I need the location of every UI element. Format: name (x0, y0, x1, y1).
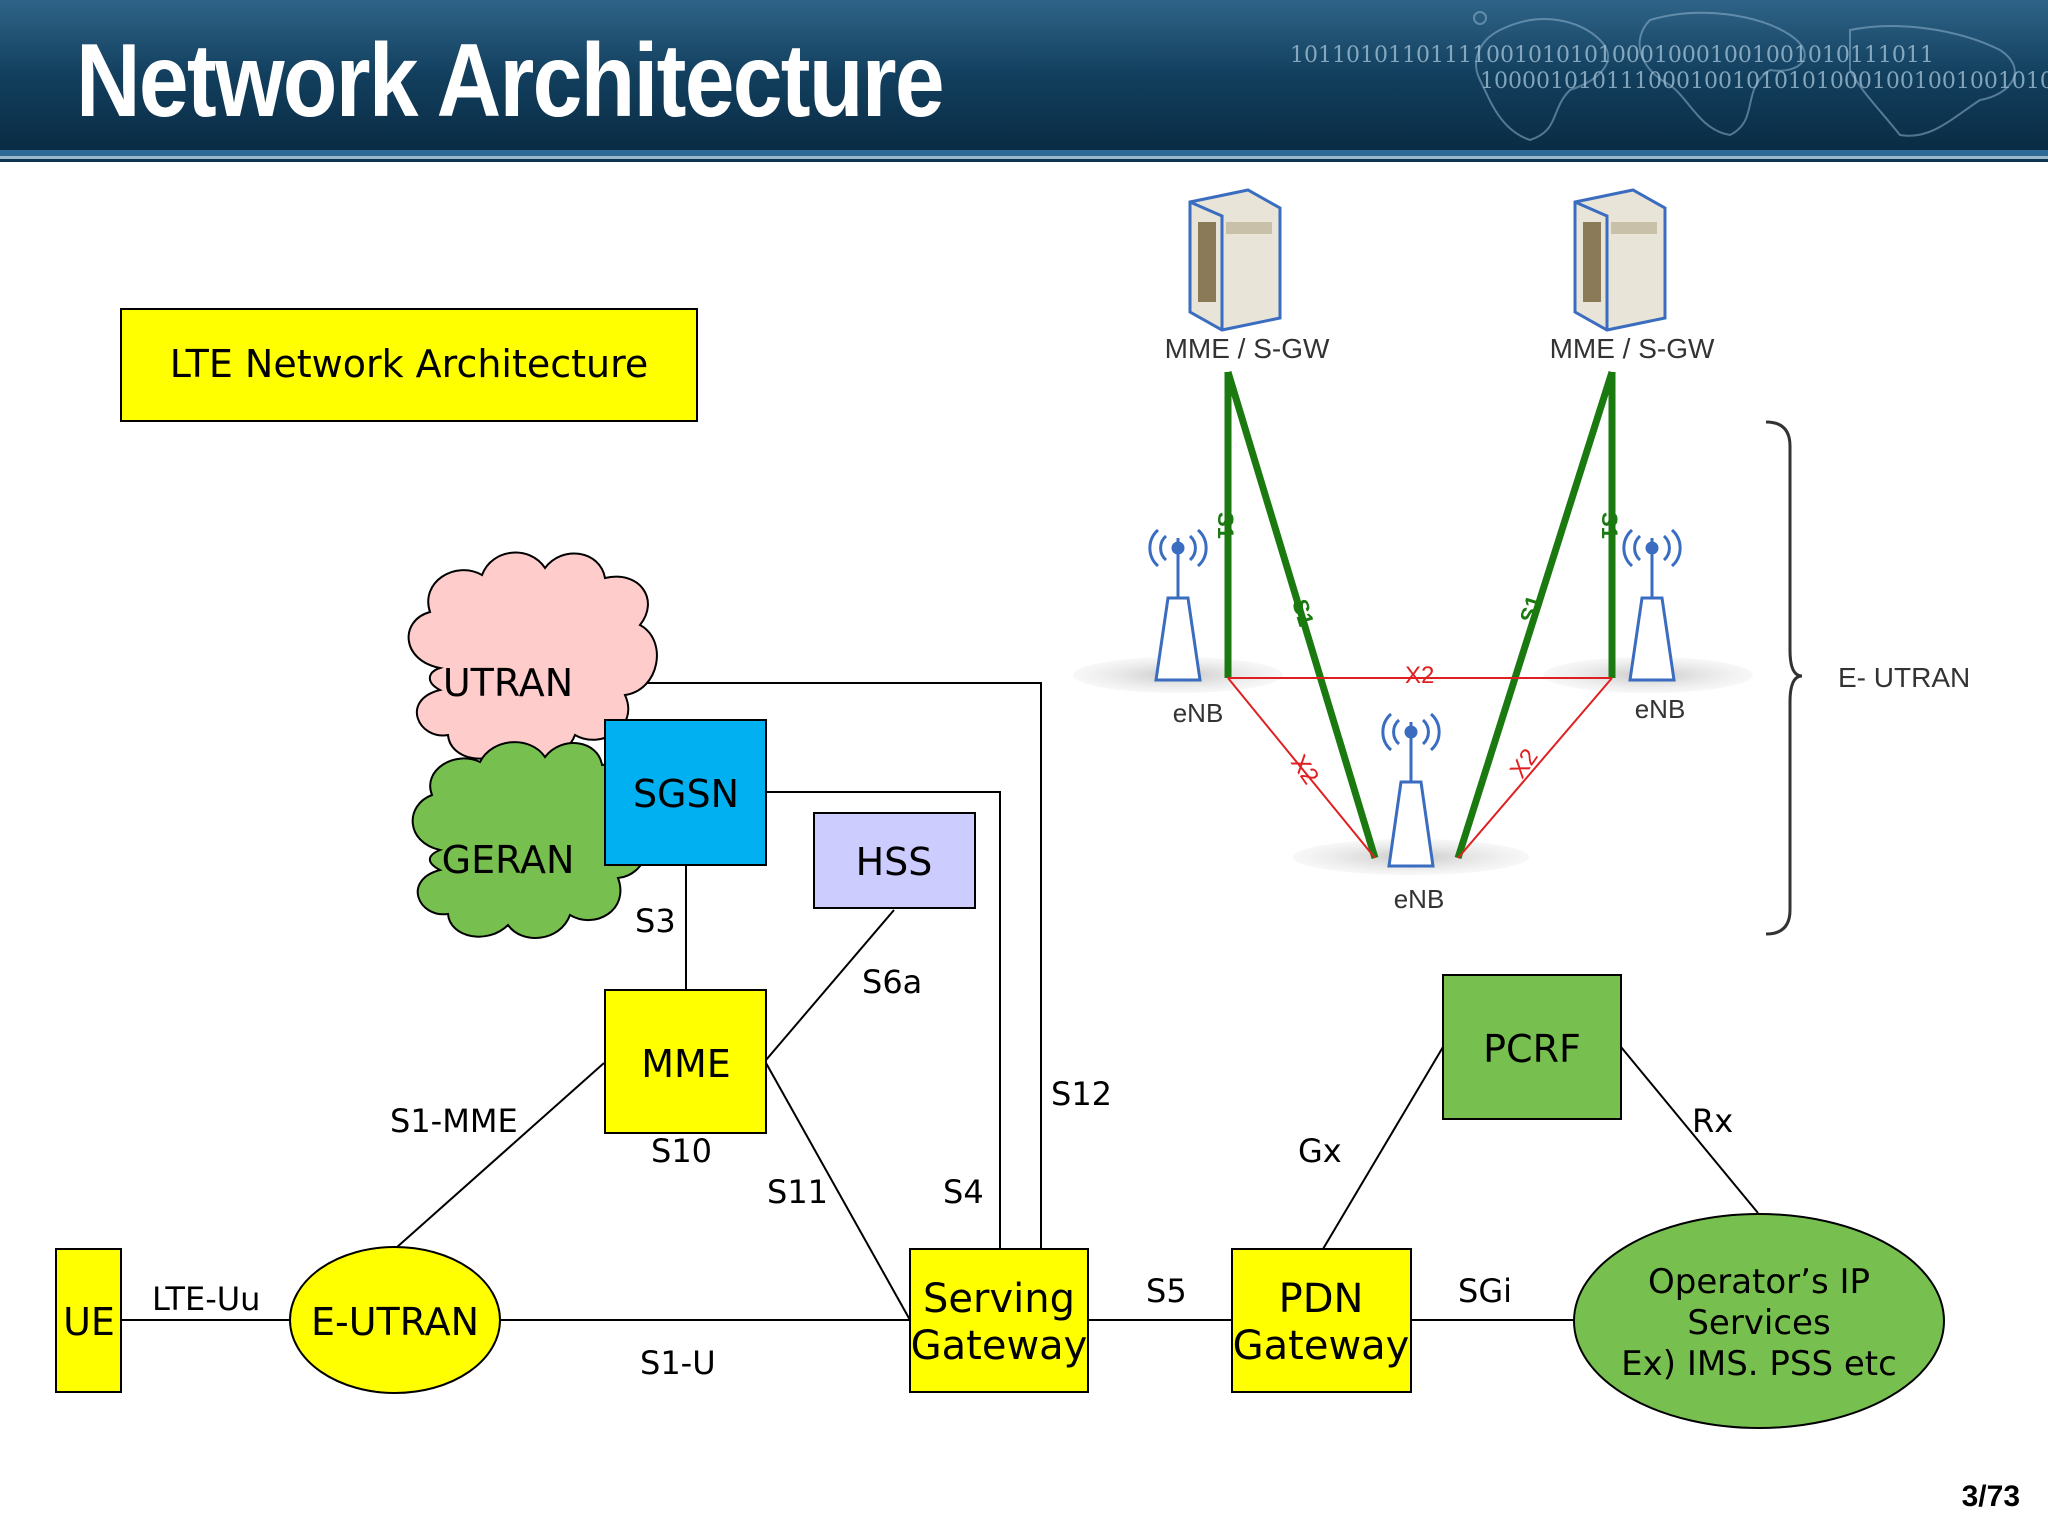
ue-box: UE (55, 1248, 122, 1393)
rx-label: Rx (1692, 1102, 1733, 1140)
pcrf-label: PCRF (1483, 1027, 1581, 1071)
enb-left-label: eNB (1173, 698, 1224, 728)
world-map-decoration (1473, 11, 2016, 142)
enb-bottom-label: eNB (1394, 884, 1445, 914)
server-icon (1188, 188, 1282, 332)
s3-label: S3 (635, 902, 676, 940)
pdn-gateway-box: PDN Gateway (1231, 1248, 1412, 1393)
page-number: 3/73 (1961, 1480, 2020, 1513)
s4-label: S4 (943, 1173, 984, 1211)
eutran-node: E-UTRAN (289, 1246, 501, 1394)
rx-line (1620, 1046, 1759, 1214)
utran-label: UTRAN (443, 661, 573, 705)
operator-services-line2: Services (1687, 1303, 1830, 1343)
s1-link (1224, 370, 1379, 860)
server-icon (1573, 188, 1667, 332)
x2-link (1457, 677, 1613, 859)
sgi-label: SGi (1458, 1272, 1512, 1310)
hss-box: HSS (813, 812, 976, 909)
eutran-node-label: E-UTRAN (311, 1300, 479, 1344)
mme-label: MME (641, 1042, 731, 1086)
s1-link-label: S1 (1213, 512, 1238, 539)
s12-label: S12 (1051, 1075, 1112, 1113)
s11-line (765, 1062, 911, 1321)
s1-link-label: S1 (1597, 512, 1622, 539)
serving-gateway-label-line2: Gateway (911, 1323, 1088, 1369)
antenna-icon (1622, 528, 1682, 682)
antenna-icon (1148, 528, 1208, 682)
s6a-line (765, 909, 895, 1061)
slide-header: 1011010110111100101010100010001001001010… (0, 0, 2048, 162)
x2-link-label: X2 (1405, 662, 1434, 689)
mme-sgw-left-label: MME / S-GW (1165, 333, 1330, 364)
lte-architecture-label-box: LTE Network Architecture (120, 308, 698, 422)
s1-link (1454, 370, 1616, 860)
sgsn-label: SGSN (633, 772, 739, 816)
pdn-gateway-label-line2: Gateway (1233, 1323, 1410, 1369)
diagram-connectors (121, 682, 1759, 1321)
x2-link-label: X2 (1505, 744, 1544, 784)
geran-cloud: GERAN (411, 741, 651, 939)
s4-line (766, 791, 1001, 1249)
header-binary-text: 1011010110111100101010100010001001001010… (1290, 43, 1934, 68)
s6a-label: S6a (862, 963, 922, 1001)
gx-label: Gx (1298, 1132, 1342, 1170)
pdn-gateway-label-line1: PDN (1279, 1276, 1364, 1322)
s5-label: S5 (1146, 1272, 1187, 1310)
slide-title: Network Architecture (76, 23, 945, 139)
header-binary-text: 1000010101110001001010101000100100100101… (1480, 69, 2048, 94)
enb-right-label: eNB (1635, 694, 1686, 724)
sgsn-box: SGSN (604, 719, 767, 866)
utran-cloud: UTRAN (407, 551, 658, 760)
hss-label: HSS (856, 840, 933, 884)
s1-link-label: S1 (1287, 596, 1319, 629)
operator-services-line1: Operator’s IP (1648, 1262, 1870, 1302)
serving-gateway-box: Serving Gateway (909, 1248, 1089, 1393)
operator-services-line3: Ex) IMS. PSS etc (1621, 1344, 1897, 1384)
eutran-figure: S1 S1 S1 S1 X2 X2 X2 MME / S-GW MME / S-… (1073, 188, 1970, 936)
ue-label: UE (63, 1300, 115, 1344)
s1-mme-label: S1-MME (390, 1102, 518, 1140)
interface-labels: S3 S6a S1-MME S10 S11 S4 S12 LTE-Uu S1-U… (152, 902, 1733, 1382)
geran-label: GERAN (442, 838, 575, 882)
s10-label: S10 (651, 1132, 712, 1170)
eutran-figure-label: E- UTRAN (1838, 662, 1970, 693)
lte-architecture-label: LTE Network Architecture (170, 342, 649, 386)
mme-sgw-right-label: MME / S-GW (1550, 333, 1715, 364)
s12-line (618, 682, 1042, 1249)
gx-line (1322, 1046, 1444, 1250)
s1-u-label: S1-U (640, 1344, 716, 1382)
x2-link (1227, 677, 1376, 859)
antenna-icon (1381, 712, 1441, 868)
eutran-brace (1765, 420, 1803, 936)
mme-box: MME (604, 989, 767, 1134)
operator-ip-services-node: Operator’s IP Services Ex) IMS. PSS etc (1573, 1213, 1945, 1429)
s1-mme-line (395, 1062, 605, 1249)
pcrf-box: PCRF (1442, 974, 1622, 1120)
lte-uu-label: LTE-Uu (152, 1280, 260, 1318)
s11-label: S11 (767, 1173, 828, 1211)
serving-gateway-label-line1: Serving (923, 1276, 1075, 1322)
